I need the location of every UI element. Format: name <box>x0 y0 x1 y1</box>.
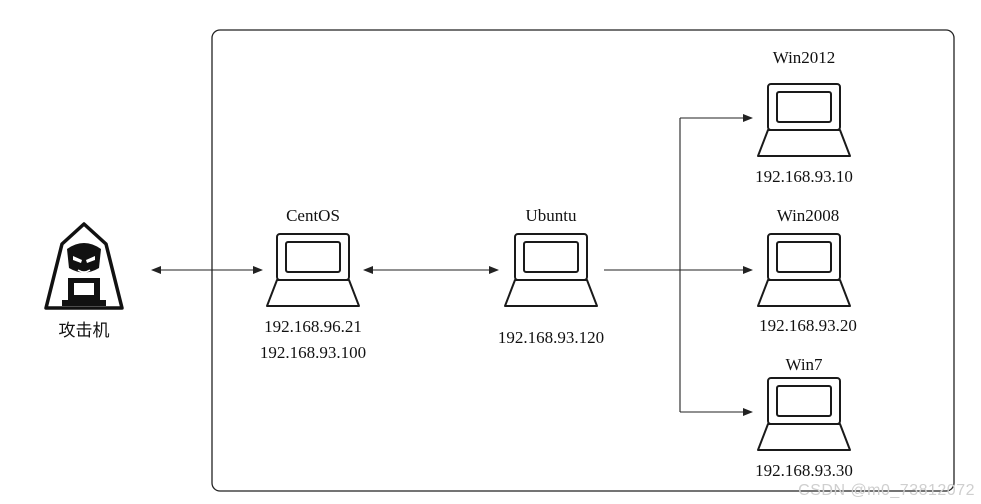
network-boundary <box>211 29 955 492</box>
centos-laptop-icon <box>266 233 360 307</box>
watermark: CSDN @m0_73812072 <box>798 482 975 499</box>
win2012-laptop-icon <box>757 83 851 157</box>
ubuntu-name: Ubuntu <box>526 206 578 225</box>
win2008-ip: 192.168.93.20 <box>759 316 857 335</box>
attacker-hacker-icon <box>44 222 124 310</box>
centos-ip-1: 192.168.96.21 <box>264 317 362 336</box>
ubuntu-ip: 192.168.93.120 <box>498 328 604 347</box>
win2008-laptop-icon <box>757 233 851 307</box>
attacker-label: 攻击机 <box>59 321 110 341</box>
ubuntu-laptop-icon <box>504 233 598 307</box>
win2008-name: Win2008 <box>777 206 840 225</box>
win2012-ip: 192.168.93.10 <box>755 167 853 186</box>
centos-name: CentOS <box>286 206 340 225</box>
win7-name: Win7 <box>785 355 823 374</box>
win7-ip: 192.168.93.30 <box>755 461 853 480</box>
win7-laptop-icon <box>757 377 851 451</box>
win2012-name: Win2012 <box>773 48 836 67</box>
centos-ip-2: 192.168.93.100 <box>260 343 366 362</box>
